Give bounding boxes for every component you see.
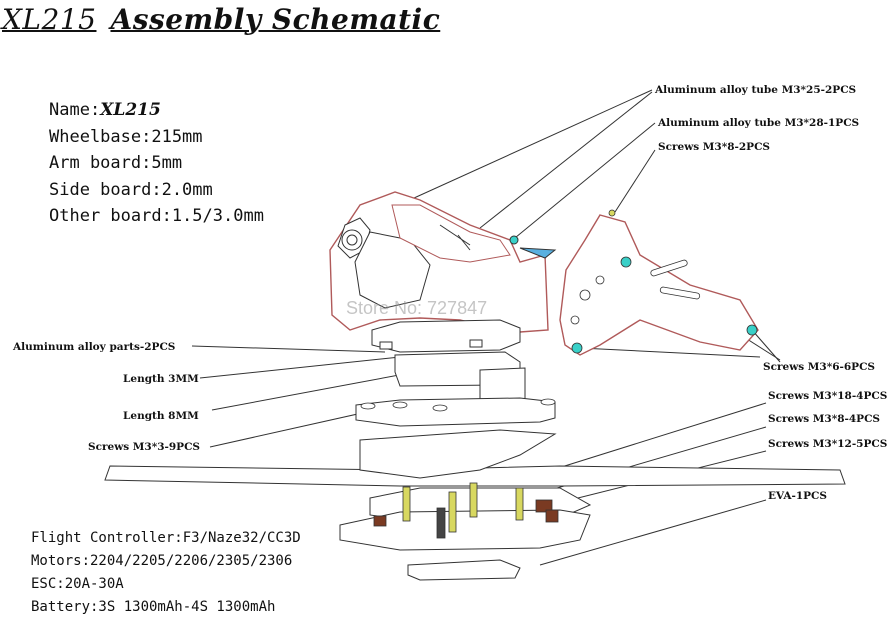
leader-screws-m3x6-c [579,347,761,358]
spec-other-board: Other board:1.5/3.0mm [49,206,264,226]
bracket-tab [519,247,557,259]
top-plate [371,319,521,353]
camera-bracket [391,204,511,263]
middle-plate [355,397,556,427]
leader-tube-25-a [391,89,653,209]
callout-aluminum-parts: Aluminum alloy parts-2PCS [13,341,176,353]
standoffs [373,482,559,539]
camera-lens-center [346,234,358,246]
callout-length-3: Length 3MM [123,373,199,385]
store-watermark: Store No: 727847 [346,298,488,318]
tube-slot [439,224,471,246]
page-title: XL215 Assembly Schematic [2,2,440,38]
leader-eva [539,499,767,566]
arm-frame [104,429,846,581]
callout-eva: EVA-1PCS [768,490,827,502]
alu-part [379,341,393,350]
callout-tube-28: Aluminum alloy tube M3*28-1PCS [658,117,860,129]
spec-wheelbase: Wheelbase:215mm [49,126,203,147]
compatibility-list: Flight Controller:F3/Naze32/CC3D Motors:… [31,527,301,619]
spec-name-label: Name: [49,100,101,120]
side-plate-right [559,209,759,356]
spec-name-value: XL215 [100,100,161,120]
spec-battery: Battery:3S 1300mAh-4S 1300mAh [31,599,276,615]
spec-arm-board: Arm board:5mm [49,153,183,173]
tube-slot-2 [457,234,471,251]
callout-screws-m3x12: Screws M3*12-5PCS [768,438,888,450]
leader-aluminum-parts [191,345,386,353]
spec-list: Name:XL215 Wheelbase:215mm Arm board:5mm… [49,97,264,230]
callout-length-8: Length 8MM [123,410,199,422]
camera-mount-assembly [329,191,557,333]
callout-tube-25: Aluminum alloy tube M3*25-2PCS [655,84,857,96]
leader-tube-28 [509,122,656,243]
spec-esc: ESC:20A-30A [31,576,124,592]
leader-length-3 [199,356,401,379]
spec-flight-controller: Flight Controller:F3/Naze32/CC3D [31,530,301,546]
callout-screws-m3x8-4: Screws M3*8-4PCS [768,413,881,425]
leader-tube-25-b [479,91,653,229]
leader-screws-m3x6-b [751,329,781,363]
screw-head [509,235,519,245]
callout-screws-m3x3: Screws M3*3-9PCS [88,441,201,453]
eva-pad [407,559,521,581]
m3x3-screws [360,398,556,412]
spec-name: Name:XL215 [49,97,264,124]
callout-screws-m3x18: Screws M3*18-4PCS [768,390,888,402]
spec-side-board: Side board:2.0mm [49,179,213,200]
callout-screws-m3x6: Screws M3*6-6PCS [763,361,876,373]
callout-screws-m3x8-2: Screws M3*8-2PCS [658,141,771,153]
spec-motors: Motors:2204/2205/2206/2305/2306 [31,553,293,569]
alu-part [469,339,483,348]
leader-screws-m3x8-2 [614,149,656,213]
title-model: XL215 [2,3,97,36]
arm-upper-plate [359,429,557,479]
top-plate-stack [355,319,556,427]
title-text: Assembly Schematic [110,3,441,36]
